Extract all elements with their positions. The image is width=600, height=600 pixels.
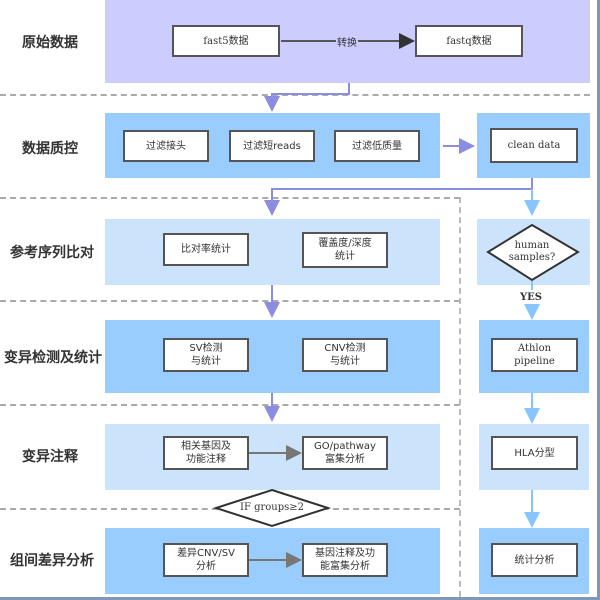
- stage-label-qc: 数据质控: [22, 141, 78, 157]
- separator-3: [0, 300, 460, 302]
- gene-annotation-box[interactable]: 相关基因及 功能注释: [163, 436, 249, 470]
- athlon-pipeline-box[interactable]: Athlon pipeline: [491, 338, 578, 372]
- groups-condition-label: IF groups≥2: [240, 502, 304, 513]
- alignment-band: [105, 219, 440, 285]
- gene-annotation-line1: 相关基因及: [181, 441, 231, 452]
- cnv-detection-box[interactable]: CNV检测 与统计: [302, 338, 388, 372]
- clean-data-box[interactable]: clean data: [490, 128, 578, 163]
- stage-label-annot: 变异注释: [22, 449, 78, 465]
- mapping-rate-box[interactable]: 比对率统计: [163, 233, 249, 266]
- sv-detection-box[interactable]: SV检测 与统计: [163, 338, 249, 372]
- separator-4: [0, 404, 460, 406]
- branch-divider: [459, 197, 461, 597]
- go-pathway-line1: GO/pathway: [314, 441, 376, 452]
- stage-label-align: 参考序列比对: [10, 245, 94, 261]
- human-samples-label: human samples?: [497, 240, 567, 264]
- fast5-box[interactable]: fast5数据: [172, 25, 280, 57]
- separator-5: [0, 508, 460, 510]
- diff-cnv-sv-box[interactable]: 差异CNV/SV 分析: [163, 543, 249, 577]
- gene-enrichment-line1: 基因注释及功: [315, 548, 375, 559]
- hla-typing-box[interactable]: HLA分型: [491, 436, 578, 470]
- annotation-band: [105, 424, 440, 490]
- coverage-depth-line2: 统计: [335, 251, 355, 262]
- separator-2: [0, 197, 460, 199]
- filter-short-reads-box[interactable]: 过滤短reads: [229, 130, 315, 162]
- go-pathway-box[interactable]: GO/pathway 富集分析: [302, 436, 388, 470]
- athlon-pipeline-line2: pipeline: [514, 356, 555, 367]
- gene-enrichment-line2: 能富集分析: [320, 561, 370, 572]
- cnv-detection-line1: CNV检测: [324, 343, 366, 354]
- go-pathway-line2: 富集分析: [325, 454, 365, 465]
- sv-detection-line1: SV检测: [189, 343, 223, 354]
- coverage-depth-line1: 覆盖度/深度: [318, 238, 372, 249]
- stage-label-variant: 变异检测及统计: [4, 350, 102, 366]
- gene-enrichment-box[interactable]: 基因注释及功 能富集分析: [302, 543, 388, 577]
- group-band: [105, 528, 440, 594]
- stats-analysis-box[interactable]: 统计分析: [491, 543, 578, 577]
- cnv-detection-line2: 与统计: [330, 356, 360, 367]
- coverage-depth-box[interactable]: 覆盖度/深度 统计: [302, 232, 388, 268]
- sv-detection-line2: 与统计: [191, 356, 221, 367]
- convert-label: 转换: [336, 34, 358, 49]
- separator-1: [0, 94, 590, 96]
- human-samples-line1: human: [514, 240, 550, 251]
- athlon-pipeline-line1: Athlon: [517, 343, 552, 354]
- gene-annotation-line2: 功能注释: [186, 454, 226, 465]
- diff-cnv-sv-line2: 分析: [196, 561, 216, 572]
- fastq-box[interactable]: fastq数据: [415, 25, 523, 57]
- filter-adapter-box[interactable]: 过滤接头: [123, 130, 209, 162]
- yes-label: YES: [520, 292, 542, 303]
- stage-label-group: 组间差异分析: [10, 553, 94, 569]
- stage-label-raw: 原始数据: [22, 35, 78, 51]
- human-samples-line2: samples?: [508, 252, 556, 263]
- filter-low-quality-box[interactable]: 过滤低质量: [334, 130, 420, 162]
- variant-band: [105, 320, 440, 393]
- diff-cnv-sv-line1: 差异CNV/SV: [177, 548, 235, 559]
